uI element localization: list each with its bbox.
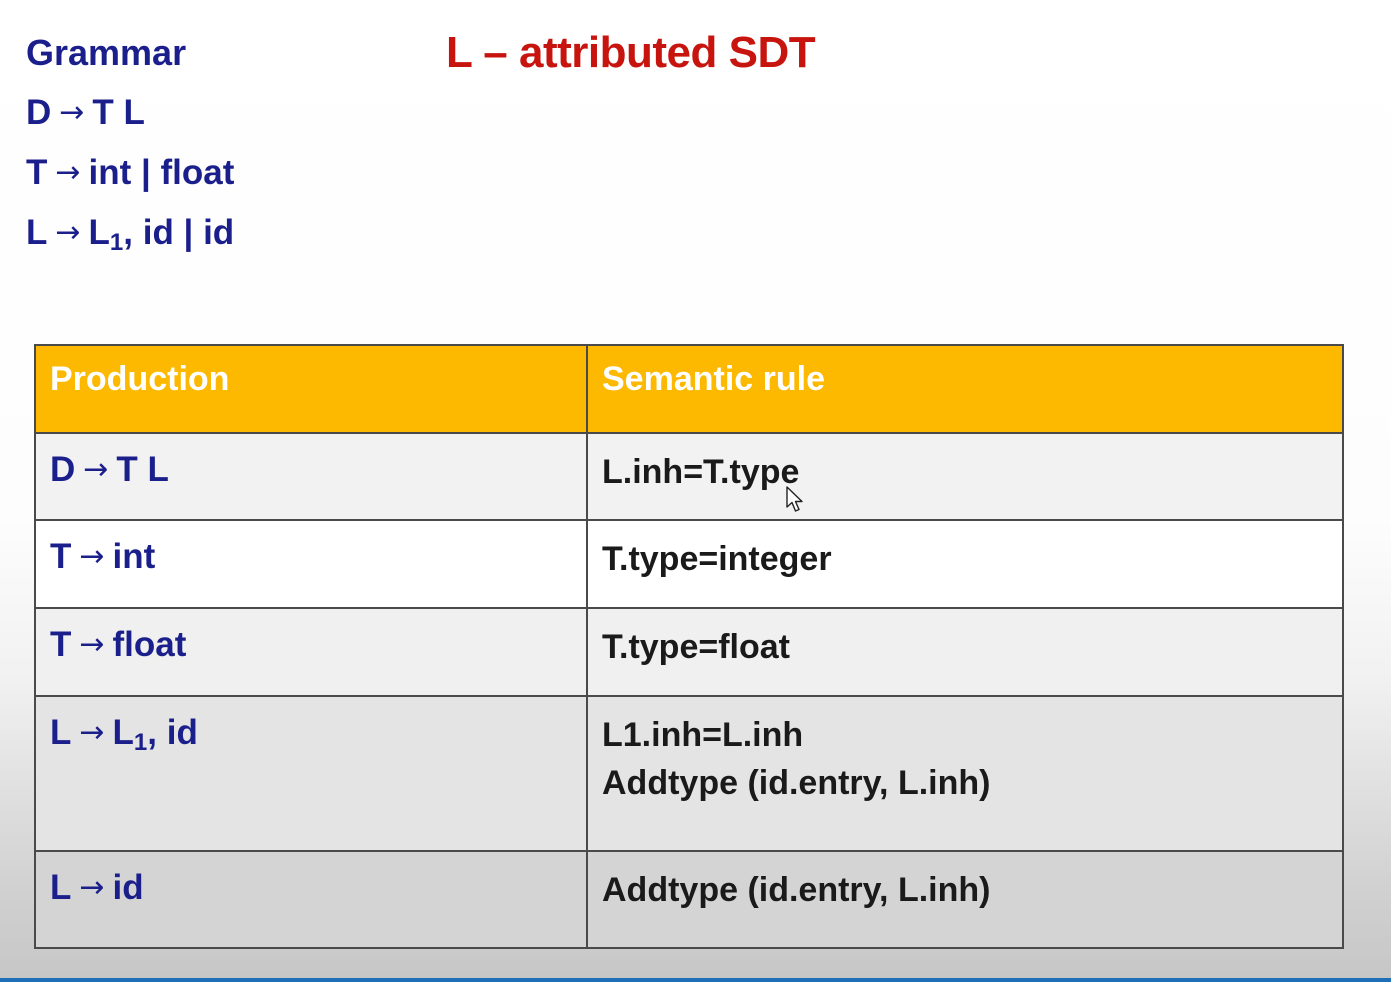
semantic-rule-cell: L1.inh=L.inh Addtype (id.entry, L.inh) bbox=[586, 695, 1344, 852]
production-rhs: id bbox=[112, 868, 144, 907]
grammar-rule-t: T→int | float bbox=[26, 150, 234, 210]
subscript: 1 bbox=[109, 229, 124, 256]
grammar-rule-d: D→T L bbox=[26, 90, 234, 150]
sdt-table: Production Semantic rule D→T L L.inh=T.t… bbox=[34, 344, 1344, 949]
grammar-rule-rhs: int | float bbox=[88, 153, 235, 192]
production-cell: T→int bbox=[34, 519, 588, 609]
table-row: T→float T.type=float bbox=[34, 607, 1344, 697]
production-rhs: T L bbox=[116, 450, 169, 489]
semantic-rule-text: Addtype (id.entry, L.inh) bbox=[602, 871, 991, 909]
grammar-rule-rhs: T L bbox=[92, 93, 145, 132]
grammar-rule-lhs: D bbox=[26, 93, 52, 132]
production-lhs: T bbox=[50, 537, 72, 576]
arrow-icon: → bbox=[55, 155, 81, 190]
arrow-icon: → bbox=[55, 215, 81, 250]
grammar-rule-l: L→L1, id | id bbox=[26, 210, 234, 270]
table-header-row: Production Semantic rule bbox=[34, 344, 1344, 434]
production-rhs-tail: , id bbox=[147, 713, 198, 752]
grammar-rule-lhs: T bbox=[26, 153, 48, 192]
arrow-icon: → bbox=[79, 715, 105, 750]
production-cell: T→float bbox=[34, 607, 588, 697]
column-header-production: Production bbox=[34, 344, 588, 434]
semantic-rule-text: T.type=integer bbox=[602, 540, 832, 578]
table-row: L→id Addtype (id.entry, L.inh) bbox=[34, 850, 1344, 949]
arrow-icon: → bbox=[79, 627, 105, 662]
table-row: T→int T.type=integer bbox=[34, 519, 1344, 609]
table-row: D→T L L.inh=T.type bbox=[34, 432, 1344, 521]
semantic-rule-text: L1.inh=L.inh bbox=[602, 716, 804, 754]
semantic-rule-cell: L.inh=T.type bbox=[586, 432, 1344, 521]
grammar-rule-lhs: L bbox=[26, 213, 48, 252]
bottom-border bbox=[0, 978, 1391, 982]
production-lhs: L bbox=[50, 868, 72, 907]
semantic-rule-text: L.inh=T.type bbox=[602, 453, 800, 491]
semantic-rule-cell: T.type=float bbox=[586, 607, 1344, 697]
production-cell: D→T L bbox=[34, 432, 588, 521]
table-row: L→L1, id L1.inh=L.inh Addtype (id.entry,… bbox=[34, 695, 1344, 852]
page-title: L – attributed SDT bbox=[446, 28, 816, 77]
production-lhs: T bbox=[50, 625, 72, 664]
production-rhs: L bbox=[112, 713, 134, 752]
mouse-pointer-icon bbox=[786, 486, 803, 512]
subscript: 1 bbox=[133, 729, 148, 756]
production-rhs: float bbox=[112, 625, 187, 664]
arrow-icon: → bbox=[59, 95, 85, 130]
production-rhs: int bbox=[112, 537, 156, 576]
production-cell: L→L1, id bbox=[34, 695, 588, 852]
semantic-rule-text: T.type=float bbox=[602, 628, 790, 666]
grammar-block: Grammar D→T L T→int | float L→L1, id | i… bbox=[26, 30, 234, 270]
production-cell: L→id bbox=[34, 850, 588, 949]
grammar-rule-rhs: L bbox=[88, 213, 110, 252]
arrow-icon: → bbox=[83, 452, 109, 487]
production-lhs: D bbox=[50, 450, 76, 489]
semantic-rule-cell: T.type=integer bbox=[586, 519, 1344, 609]
production-lhs: L bbox=[50, 713, 72, 752]
arrow-icon: → bbox=[79, 539, 105, 574]
grammar-heading: Grammar bbox=[26, 32, 187, 73]
column-header-semantic-rule: Semantic rule bbox=[586, 344, 1344, 434]
semantic-rule-text: Addtype (id.entry, L.inh) bbox=[602, 764, 991, 802]
grammar-rule-rhs-tail: , id | id bbox=[123, 213, 235, 252]
semantic-rule-cell: Addtype (id.entry, L.inh) bbox=[586, 850, 1344, 949]
arrow-icon: → bbox=[79, 870, 105, 905]
